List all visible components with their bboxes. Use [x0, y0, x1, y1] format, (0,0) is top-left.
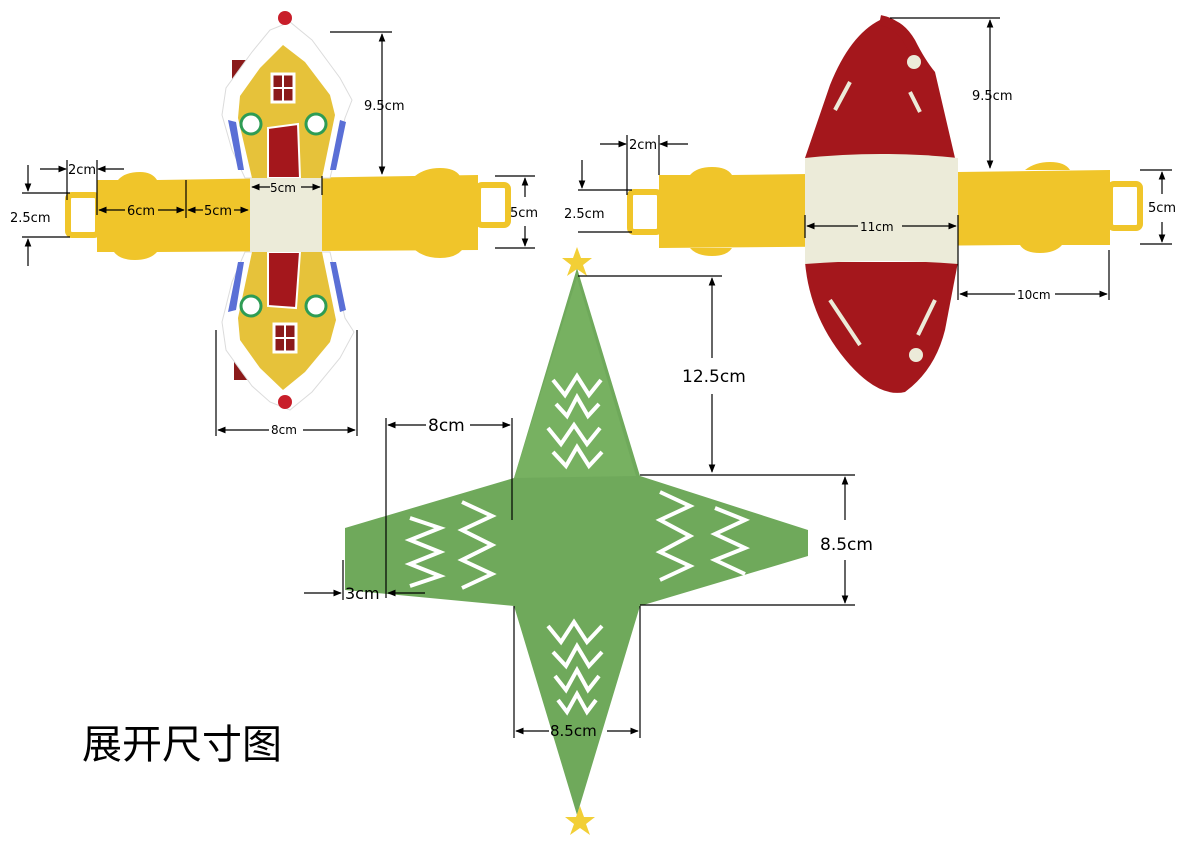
house-front-label: 5cm	[204, 204, 232, 219]
gingerbread-house-net	[65, 11, 511, 411]
santa-hat-net	[627, 15, 1143, 393]
tree-tip-label: 3cm	[345, 584, 380, 603]
hat-center-panel	[805, 172, 958, 248]
tree-zigzag-cutouts	[404, 372, 751, 716]
hat-height-label: 9.5cm	[972, 89, 1013, 104]
hat-side-label: 10cm	[1017, 288, 1051, 302]
hat-top	[805, 15, 958, 172]
house-height-label: 9.5cm	[364, 99, 405, 114]
house-center-label: 5cm	[270, 181, 296, 195]
tree-dimensions: 12.5cm 8.5cm 8cm 3cm 8.5cm	[304, 275, 873, 740]
house-top-facade	[221, 11, 353, 179]
house-bottom-facade	[221, 251, 355, 411]
tree-wing-label: 8cm	[428, 416, 465, 436]
house-center-panel	[250, 178, 322, 252]
diagram-title: 展开尺寸图	[82, 722, 282, 768]
tree-bottom-width-label: 8.5cm	[550, 722, 597, 740]
tree-top-star	[562, 247, 592, 276]
tree-star-shape	[345, 268, 808, 815]
christmas-tree-net	[345, 247, 808, 835]
house-dimensions: 9.5cm 2cm 2.5cm 6cm 5cm 5cm 5cm	[10, 31, 538, 437]
tree-bottom-star	[565, 806, 595, 835]
hat-center-label: 11cm	[860, 220, 894, 234]
hat-strap-height-label: 2.5cm	[564, 207, 605, 222]
house-bottom-width-label: 8cm	[271, 423, 297, 437]
house-tab-label: 2cm	[68, 163, 96, 178]
house-right-height-label: 5cm	[510, 206, 538, 221]
hat-dimensions: 9.5cm 2cm 2.5cm 11cm 5cm 10cm	[564, 17, 1176, 302]
hat-tab-label: 2cm	[629, 138, 657, 153]
house-side-label: 6cm	[127, 204, 155, 219]
hat-right-height-label: 5cm	[1148, 201, 1176, 216]
tree-right-height-label: 8.5cm	[820, 535, 873, 555]
hat-bottom	[805, 248, 958, 393]
house-strap-height-label: 2.5cm	[10, 211, 51, 226]
tree-top-height-label: 12.5cm	[682, 367, 746, 387]
